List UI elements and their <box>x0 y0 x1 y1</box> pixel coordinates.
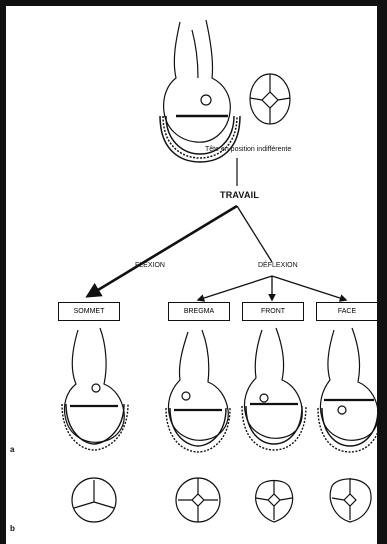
travail-label: TRAVAIL <box>220 190 260 200</box>
pelvis-arc-top <box>159 115 241 163</box>
arrow-face <box>271 275 348 302</box>
box-front: FRONT <box>242 302 304 321</box>
fetus-bregma <box>165 329 231 453</box>
panel-label-a: a <box>10 445 15 454</box>
box-sommet: SOMMET <box>58 302 120 321</box>
caption-indifferent-position: Tête en position indifférente <box>205 146 292 153</box>
fetus-sommet <box>61 327 129 451</box>
box-face: FACE <box>316 302 378 321</box>
fetus-head-top <box>163 19 231 143</box>
deflexion-label: DÉFLEXION <box>258 262 298 269</box>
fetus-front <box>241 327 307 451</box>
scan-border-left <box>0 0 6 544</box>
scan-border-right <box>377 0 387 544</box>
box-bregma: BREGMA <box>168 302 230 321</box>
skull-view-front <box>255 479 294 523</box>
skull-view-sommet <box>71 477 117 523</box>
panel-label-b: b <box>10 524 15 533</box>
arrow-flexion <box>85 204 238 298</box>
flexion-label: FLEXION <box>135 262 165 269</box>
connector-deflexion <box>236 205 273 263</box>
arrow-bregma <box>196 275 273 302</box>
fetus-face <box>317 327 383 453</box>
skull-view-top <box>249 73 291 125</box>
skull-view-bregma <box>175 477 221 523</box>
skull-view-face <box>329 478 372 523</box>
scan-border-top <box>0 0 387 6</box>
